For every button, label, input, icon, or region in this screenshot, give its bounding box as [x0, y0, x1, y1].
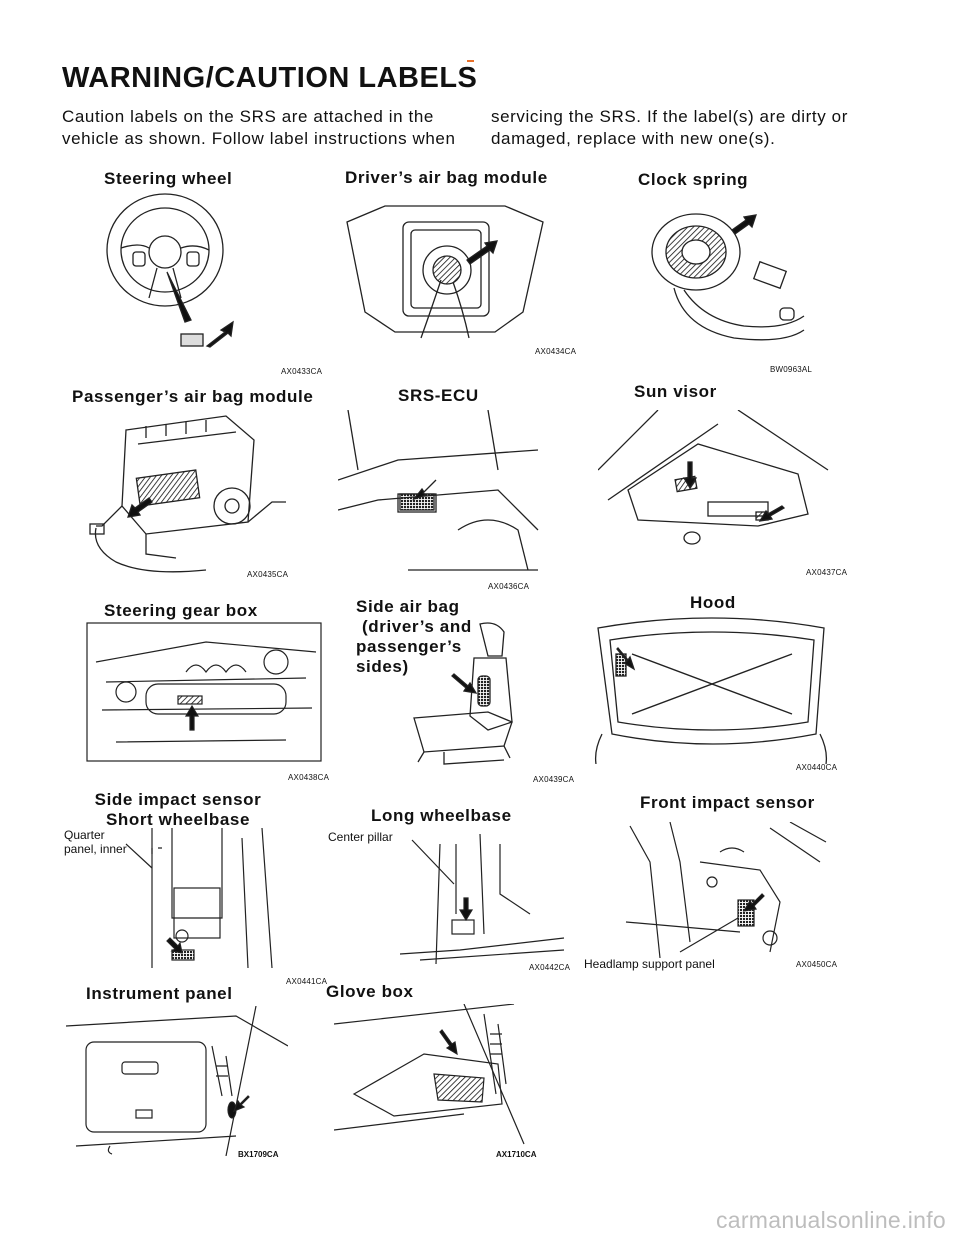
side-impact-caption-1: Side impact sensor — [94, 790, 262, 809]
intro-right: servicing the SRS. If the label(s) are d… — [491, 106, 848, 150]
glove-box-code: AX1710CA — [496, 1150, 537, 1159]
intro-right-line-2: damaged, replace with new one(s). — [491, 129, 776, 148]
front-impact-figure — [620, 822, 830, 962]
clock-spring-code: BW0963AL — [770, 365, 813, 374]
passenger-airbag-caption: Passenger’s air bag module — [72, 387, 314, 406]
quarter-panel-note-1: Quarter — [64, 828, 105, 842]
intro-right-line-1: servicing the SRS. If the label(s) are d… — [491, 107, 848, 126]
sun-visor-code: AX0437CA — [806, 568, 848, 577]
side-airbag-caption-4: sides) — [356, 657, 409, 676]
front-impact-caption: Front impact sensor — [640, 793, 815, 812]
front-impact-code: AX0450CA — [796, 960, 838, 969]
steering-gear-caption: Steering gear box — [104, 601, 258, 620]
side-impact-long-figure — [400, 834, 570, 964]
side-impact-caption-2: Short wheelbase — [105, 810, 251, 829]
intro-left: Caution labels on the SRS are attached i… — [62, 106, 456, 150]
steering-gear-figure — [86, 622, 322, 762]
side-airbag-caption-3: passenger’s — [356, 637, 462, 656]
side-airbag-caption-2: (driver’s and — [362, 617, 472, 636]
driver-airbag-figure — [345, 192, 545, 352]
side-airbag-caption: Side air bag (driver’s and passenger’s s… — [356, 597, 472, 677]
srs-ecu-figure — [338, 410, 548, 580]
hood-figure — [592, 614, 832, 764]
glove-box-caption: Glove box — [326, 982, 414, 1001]
glove-box-figure — [334, 1004, 530, 1154]
driver-airbag-code: AX0434CA — [535, 347, 577, 356]
watermark: carmanualsonline.info — [715, 1207, 946, 1233]
quarter-panel-note-2: panel, inner — [64, 842, 127, 856]
srs-ecu-code: AX0436CA — [488, 582, 530, 591]
long-wheelbase-caption: Long wheelbase — [371, 806, 512, 825]
side-impact-short-code: AX0441CA — [286, 977, 328, 986]
intro-left-line-2: vehicle as shown. Follow label instructi… — [62, 129, 456, 148]
passenger-airbag-figure — [86, 410, 296, 575]
side-airbag-caption-1: Side air bag — [356, 597, 460, 616]
page-title: WARNING/CAUTION LABELS — [62, 62, 478, 94]
passenger-airbag-code: AX0435CA — [247, 570, 289, 579]
side-airbag-code: AX0439CA — [533, 775, 575, 784]
steering-wheel-figure — [95, 188, 265, 363]
hood-caption: Hood — [690, 593, 736, 612]
side-impact-short-figure — [112, 828, 282, 973]
instrument-panel-figure — [66, 1006, 288, 1156]
clock-spring-figure — [644, 208, 824, 348]
center-pillar-note: Center pillar — [328, 830, 393, 844]
clock-spring-caption: Clock spring — [638, 170, 749, 189]
intro-left-line-1: Caution labels on the SRS are attached i… — [62, 107, 434, 126]
driver-airbag-caption: Driver’s air bag module — [345, 168, 548, 187]
sun-visor-figure — [598, 410, 838, 570]
instrument-panel-caption: Instrument panel — [86, 984, 233, 1003]
page-marker — [467, 60, 474, 62]
quarter-panel-note: Quarter panel, inner — [64, 828, 127, 856]
side-impact-short-caption: Side impact sensor Short wheelbase — [90, 790, 266, 830]
srs-ecu-caption: SRS-ECU — [398, 386, 479, 405]
hood-code: AX0440CA — [796, 763, 838, 772]
steering-wheel-caption: Steering wheel — [104, 169, 233, 188]
side-impact-long-code: AX0442CA — [529, 963, 571, 972]
side-airbag-figure — [394, 618, 544, 768]
steering-gear-code: AX0438CA — [288, 773, 330, 782]
sun-visor-caption: Sun visor — [634, 382, 717, 401]
headlamp-support-note: Headlamp support panel — [584, 957, 715, 971]
steering-wheel-code: AX0433CA — [281, 367, 323, 376]
instrument-panel-code: BX1709CA — [238, 1150, 279, 1159]
